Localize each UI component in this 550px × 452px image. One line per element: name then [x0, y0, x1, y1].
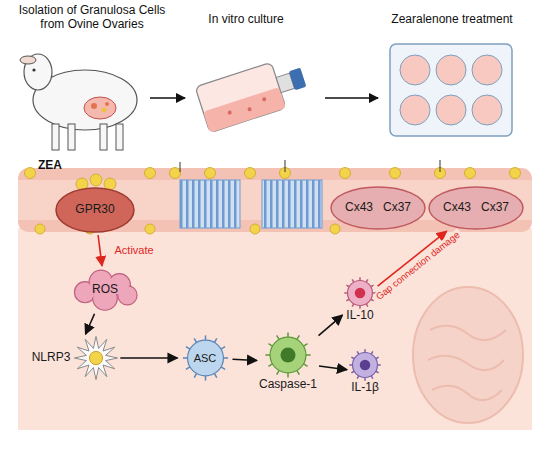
ellipse-shape	[330, 186, 426, 230]
node-text: ROS	[92, 283, 118, 297]
cell-shape	[265, 332, 311, 378]
cell-membrane	[18, 168, 532, 232]
arrow-connector	[98, 235, 102, 266]
node-text: GPR30	[75, 203, 114, 217]
cytoplasm	[18, 228, 532, 430]
arrow-connector	[378, 231, 447, 286]
node-text: Cx43	[345, 201, 373, 215]
asc-cell: ASC	[180, 335, 231, 381]
gap-junction: Cx43 Cx37	[330, 186, 426, 230]
membrane-channel	[262, 180, 322, 228]
arrow-connector	[120, 357, 177, 359]
edge-label: Activate	[112, 244, 155, 256]
cytokine-cell: IL-1β	[349, 349, 381, 395]
cytokine-cell: IL-10	[344, 277, 376, 323]
step-arrow	[325, 97, 378, 99]
gap-junction: Cx43 Cx37	[428, 186, 524, 230]
cell-shape	[349, 349, 381, 381]
node-text: ASC	[194, 352, 217, 365]
receptor-ellipse: GPR30	[55, 187, 135, 233]
node-text: Cx37	[481, 201, 509, 215]
arrow-connector	[319, 315, 343, 336]
edge-label: Gap connection damage	[373, 229, 464, 304]
inflammasome: NLRP3	[32, 336, 119, 380]
node-text: Cx43	[443, 201, 471, 215]
node-text: IL-1β	[351, 381, 379, 395]
membrane-channel	[180, 180, 240, 228]
ros-cloud: ROS	[65, 268, 145, 312]
step-heading: In vitro culture	[208, 12, 283, 26]
step-heading: Isolation of Granulosa Cells from Ovine …	[12, 3, 172, 32]
arrow-connector	[319, 366, 347, 370]
step-heading: Zearalenone treatment	[391, 12, 512, 26]
caspase-cell: Caspase-1	[259, 332, 317, 392]
star-shape	[74, 336, 118, 380]
node-text: Cx37	[383, 201, 411, 215]
arrow-connector	[86, 314, 95, 334]
node-text: Caspase-1	[259, 378, 317, 392]
ellipse-shape	[428, 186, 524, 230]
cell-shape	[344, 277, 376, 309]
node-text: IL-10	[346, 309, 373, 323]
step-arrow	[150, 97, 185, 99]
zea-stems	[180, 160, 440, 172]
mitochondrion	[413, 287, 523, 423]
culture-flask	[195, 54, 311, 132]
six-well-plate	[390, 44, 512, 136]
node-text: NLRP3	[32, 351, 71, 365]
molecule-label: ZEA	[38, 158, 62, 172]
arrow-connector	[233, 359, 258, 360]
sheep-figure	[20, 54, 137, 150]
